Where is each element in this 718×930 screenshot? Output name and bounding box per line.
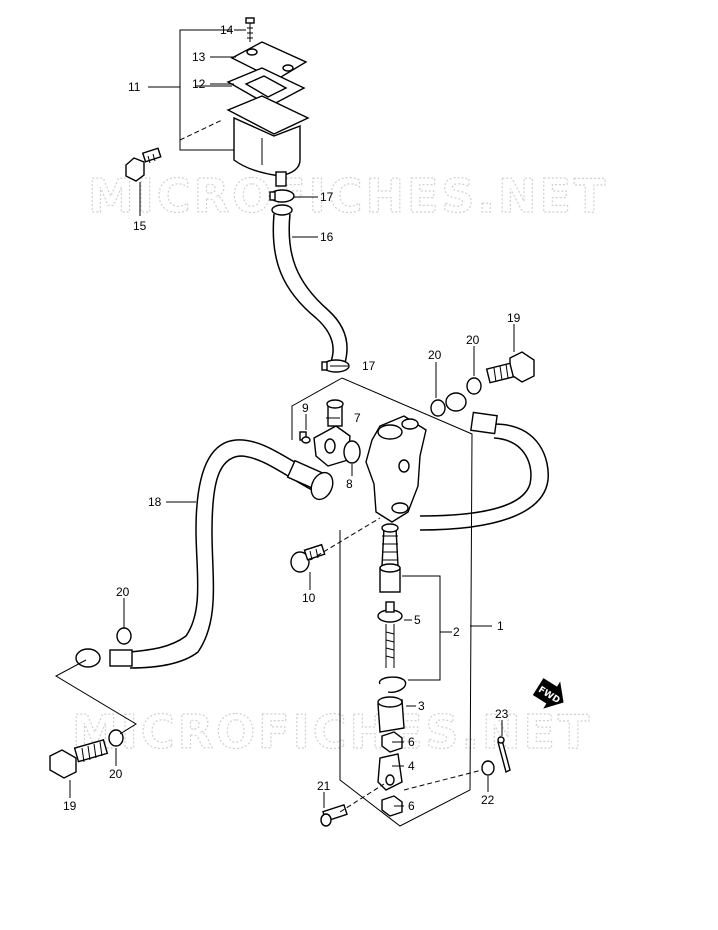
callout-3: 3 [418,699,425,713]
callout-11: 11 [128,80,141,94]
reservoir-screw [245,17,255,42]
return-hose [419,392,549,531]
callout-17-top: 17 [320,190,334,204]
callout-labels: 14 13 12 11 15 17 16 17 19 20 20 9 7 8 1… [63,23,521,813]
fitting-o-ring [343,440,361,464]
callout-19-top: 19 [507,311,521,325]
callout-12: 12 [192,77,206,91]
callout-9: 9 [302,401,309,415]
callout-17-bottom: 17 [362,359,376,373]
washer-top-left [430,399,446,417]
callout-20-left-upper: 20 [116,585,130,599]
banjo-bolt-top [485,351,535,384]
master-cylinder-body [365,415,427,523]
callout-16: 16 [320,230,334,244]
reservoir-assembly [179,17,310,187]
washer-left-lower [108,729,124,747]
callout-18: 18 [148,495,162,509]
leader-lines [69,29,515,808]
forward-arrow: FWD [532,678,564,709]
callout-14: 14 [220,23,234,37]
callout-4: 4 [408,759,415,773]
callout-5: 5 [414,613,421,627]
brake-hose [75,439,334,669]
callout-1: 1 [497,619,504,633]
reservoir-body [226,95,310,187]
callout-22: 22 [481,793,495,807]
washer-cotter [481,760,495,776]
assembly-bracket [339,377,473,827]
banjo-bolt-bottom [49,738,109,779]
fitting-screw [299,431,311,444]
callout-19-bottom: 19 [63,799,77,813]
callout-20-left-lower: 20 [109,767,123,781]
callout-21: 21 [317,779,331,793]
callout-10: 10 [302,591,316,605]
callout-20-top-right: 20 [466,333,480,347]
callout-6-upper: 6 [408,735,415,749]
mounting-bolt [290,543,326,573]
washer-top-right [466,377,482,395]
watermark-top: MICROFICHES.NET [88,169,608,223]
reservoir-bolt [125,147,162,182]
reservoir-hose [272,213,348,367]
hose-clamp-top [269,189,295,216]
callout-6-lower: 6 [408,799,415,813]
clevis-pin [320,803,348,827]
piston-kit [377,523,407,817]
callout-8: 8 [346,477,353,491]
callout-7: 7 [354,411,361,425]
callout-13: 13 [192,50,206,64]
callout-23: 23 [495,707,509,721]
washer-left-upper [116,627,132,645]
callout-20-top-left: 20 [428,348,442,362]
callout-15: 15 [133,219,147,233]
cotter-pin [497,736,511,774]
watermark-bottom: MICROFICHES.NET [72,705,592,759]
callout-2: 2 [453,625,460,639]
